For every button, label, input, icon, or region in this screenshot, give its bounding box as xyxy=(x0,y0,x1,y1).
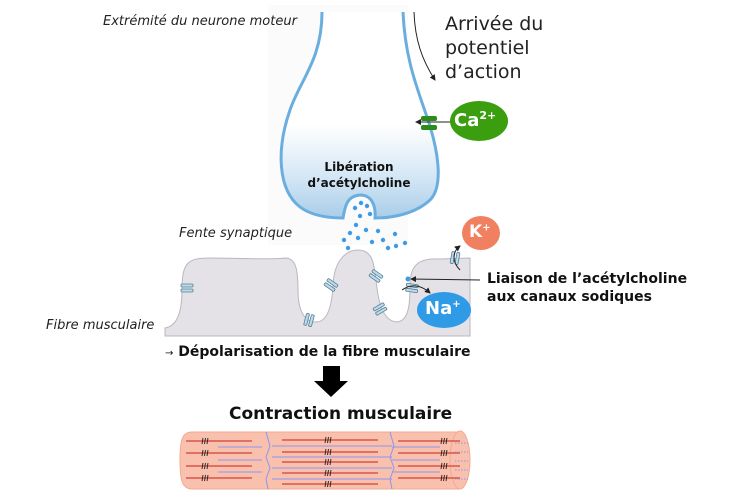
ach-binding-line-2: aux canaux sodiques xyxy=(487,289,652,305)
z-disc-line xyxy=(265,456,271,469)
z-line-mark xyxy=(327,480,329,488)
potassium-efflux-arrow xyxy=(453,245,461,271)
z-line-mark xyxy=(201,462,204,470)
z-line-mark xyxy=(206,462,209,470)
ach-binding-label: Liaison de l’acétylcholine aux canaux so… xyxy=(487,270,687,306)
sodium-symbol: Na xyxy=(425,298,453,319)
z-disc-line xyxy=(389,431,395,447)
z-disc-line xyxy=(265,467,271,480)
z-line-mark xyxy=(329,480,332,488)
muscle-fiber-cylinder xyxy=(179,430,471,490)
z-line-mark xyxy=(327,469,329,477)
z-disc-line xyxy=(265,431,271,447)
z-line-mark xyxy=(445,437,448,445)
sodium-influx-arrow xyxy=(401,285,431,294)
z-line-mark xyxy=(440,474,443,482)
acetylcholine-vesicles xyxy=(341,200,411,282)
calcium-ion-badge xyxy=(450,101,508,141)
action-potential-arrow xyxy=(413,11,436,81)
z-line-mark xyxy=(204,462,206,470)
synaptic-cleft-label: Fente synaptique xyxy=(179,226,293,241)
calcium-channel xyxy=(415,116,452,130)
ach-release-label: Libération d’acétylcholine xyxy=(304,159,414,191)
z-line-mark xyxy=(445,462,448,470)
z-line-mark xyxy=(443,474,445,482)
muscle-fiber-label: Fibre musculaire xyxy=(46,318,155,333)
z-line-mark xyxy=(443,437,445,445)
z-line-mark xyxy=(201,474,204,482)
z-line-mark xyxy=(324,458,327,466)
z-line-mark xyxy=(201,449,204,457)
z-line-mark xyxy=(445,449,448,457)
z-line-mark xyxy=(443,449,445,457)
neuron-terminal xyxy=(279,11,440,220)
ach-binding-line-1: Liaison de l’acétylcholine xyxy=(487,271,688,287)
potassium-symbol: K xyxy=(469,222,483,242)
calcium-charge: 2+ xyxy=(479,109,497,122)
potassium-ion-label: K+ xyxy=(469,222,491,242)
z-line-mark xyxy=(206,449,209,457)
z-line-mark xyxy=(204,449,206,457)
z-disc-line xyxy=(389,467,395,480)
z-line-mark xyxy=(201,437,204,445)
contraction-label: Contraction musculaire xyxy=(229,404,453,424)
z-line-mark xyxy=(327,458,329,466)
potassium-charge: + xyxy=(482,222,491,234)
z-disc-line xyxy=(265,478,269,490)
z-disc-line xyxy=(389,456,395,469)
z-line-mark xyxy=(329,448,332,456)
sodium-charge: + xyxy=(452,299,461,310)
depolarization-arrow-icon: → xyxy=(165,348,174,359)
z-line-mark xyxy=(324,448,327,456)
z-line-mark xyxy=(324,480,327,488)
z-line-mark xyxy=(206,437,209,445)
z-line-mark xyxy=(329,469,332,477)
action-potential-line-3: d’action xyxy=(445,61,522,83)
z-disc-line xyxy=(389,478,393,490)
z-line-mark xyxy=(440,449,443,457)
sodium-ion-badge xyxy=(417,292,471,328)
calcium-symbol: Ca xyxy=(454,110,480,131)
depolarization-label: → Dépolarisation de la fibre musculaire xyxy=(165,344,470,360)
z-line-mark xyxy=(327,436,329,444)
potassium-ion-badge xyxy=(462,216,500,250)
z-line-mark xyxy=(329,436,332,444)
depolarization-text: Dépolarisation de la fibre musculaire xyxy=(178,344,471,360)
z-line-mark xyxy=(204,474,206,482)
z-line-mark xyxy=(206,474,209,482)
z-line-mark xyxy=(445,474,448,482)
z-line-mark xyxy=(440,437,443,445)
calcium-ion-label: Ca2+ xyxy=(454,109,496,131)
neuron-terminal-label: Extrémité du neurone moteur xyxy=(103,14,297,29)
z-line-mark xyxy=(204,437,206,445)
z-line-mark xyxy=(324,469,327,477)
action-potential-line-1: Arrivée du xyxy=(445,13,544,35)
z-disc-line xyxy=(265,445,271,458)
binding-leader-line xyxy=(410,276,481,283)
z-line-mark xyxy=(324,436,327,444)
z-line-mark xyxy=(443,462,445,470)
sodium-ion-label: Na+ xyxy=(425,298,461,319)
big-down-arrow xyxy=(314,366,348,397)
z-line-mark xyxy=(329,458,332,466)
action-potential-line-2: potentiel xyxy=(445,37,530,59)
z-line-mark xyxy=(327,448,329,456)
z-disc-line xyxy=(389,445,395,458)
ach-release-line-1: Libération xyxy=(324,160,394,174)
z-line-mark xyxy=(440,462,443,470)
muscle-fiber-surface xyxy=(164,249,471,337)
ach-release-line-2: d’acétylcholine xyxy=(307,176,411,190)
action-potential-label: Arrivée du potentiel d’action xyxy=(445,12,543,84)
